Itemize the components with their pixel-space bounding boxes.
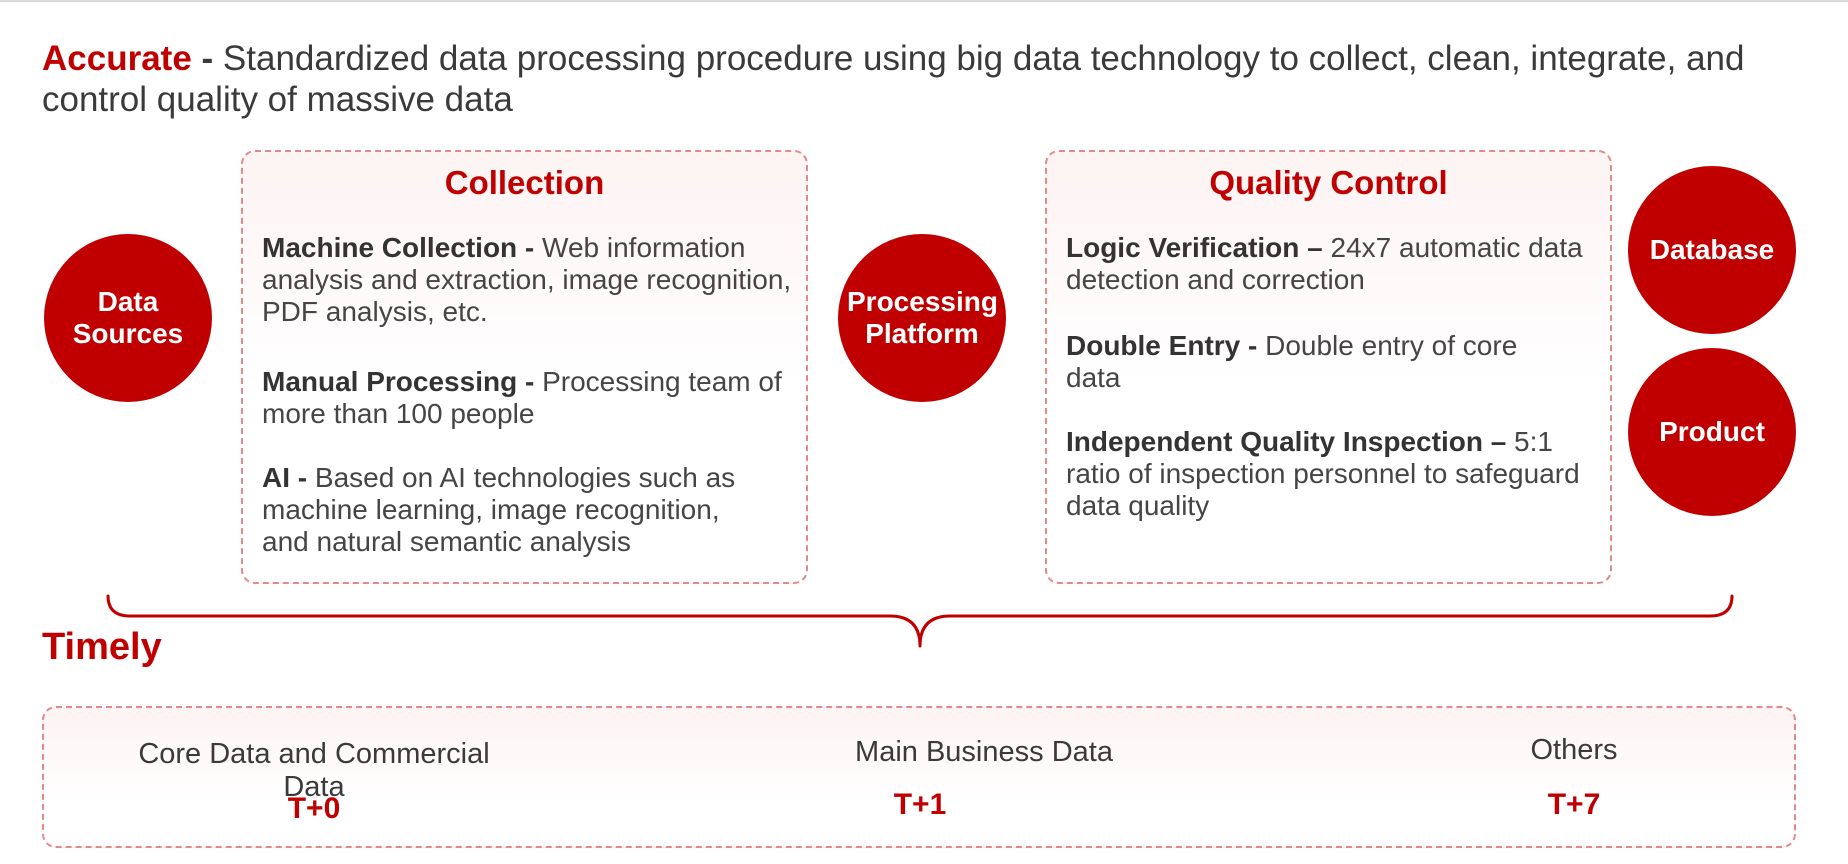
collection-box: Collection Machine Collection - Web info… — [241, 150, 808, 584]
grouping-brace — [106, 594, 1734, 648]
timely-value-main: T+1 — [893, 788, 947, 821]
timely-label-main: Main Business Data — [855, 736, 1113, 768]
processing-platform-label: Processing Platform — [847, 286, 998, 349]
database-label: Database — [1649, 234, 1775, 265]
qc-item-inspection-text: 5:1 ratio of inspection personnel to saf… — [1066, 426, 1580, 521]
timeliness-box: Core Data and Commercial Data T+0 Main B… — [42, 706, 1796, 848]
page-headline: Accurate - Standardized data processing … — [42, 38, 1812, 120]
headline-accent: Accurate — [42, 39, 192, 78]
headline-dash: - — [191, 39, 223, 78]
headline-text: Standardized data processing procedure u… — [42, 39, 1745, 119]
qc-item-inspection-bold: Independent Quality Inspection – — [1066, 426, 1507, 457]
timely-value-core: T+0 — [287, 792, 341, 825]
collection-item-ai-text: Based on AI technologies such as machine… — [262, 462, 736, 557]
timely-label-others: Others — [1530, 734, 1618, 766]
database-circle: Database — [1628, 166, 1796, 334]
processing-platform-circle: Processing Platform — [838, 234, 1006, 402]
collection-item-machine-bold: Machine Collection - — [262, 232, 535, 263]
timely-label-core: Core Data and Commercial Data — [138, 738, 490, 803]
collection-item-machine: Machine Collection - Web information ana… — [262, 232, 792, 328]
timely-value-others: T+7 — [1547, 788, 1601, 821]
collection-item-manual-text: Processing team of more than 100 people — [262, 366, 782, 429]
top-divider — [0, 0, 1848, 2]
collection-item-ai-bold: AI - — [262, 462, 308, 493]
collection-item-machine-text: Web information analysis and extraction,… — [262, 232, 792, 327]
qc-item-logic-bold: Logic Verification – — [1066, 232, 1323, 263]
qc-item-inspection: Independent Quality Inspection – 5:1 rat… — [1066, 426, 1596, 522]
quality-control-box: Quality Control Logic Verification – 24x… — [1045, 150, 1612, 584]
product-circle: Product — [1628, 348, 1796, 516]
collection-item-ai: AI - Based on AI technologies such as ma… — [262, 462, 772, 558]
collection-title: Collection — [444, 164, 605, 201]
data-sources-circle: Data Sources — [44, 234, 212, 402]
product-label: Product — [1659, 416, 1765, 447]
collection-item-manual: Manual Processing - Processing team of m… — [262, 366, 792, 430]
qc-item-double-entry-text: Double entry of core data — [1066, 330, 1518, 393]
qc-item-double-entry: Double Entry - Double entry of core data — [1066, 330, 1566, 394]
qc-item-double-entry-bold: Double Entry - — [1066, 330, 1258, 361]
data-sources-label: Data Sources — [72, 286, 184, 349]
qc-item-logic: Logic Verification – 24x7 automatic data… — [1066, 232, 1606, 296]
collection-item-manual-bold: Manual Processing - — [262, 366, 535, 397]
qc-item-logic-text: 24x7 automatic data detection and correc… — [1066, 232, 1583, 295]
quality-control-title: Quality Control — [1209, 164, 1448, 201]
timely-title: Timely — [42, 626, 162, 668]
